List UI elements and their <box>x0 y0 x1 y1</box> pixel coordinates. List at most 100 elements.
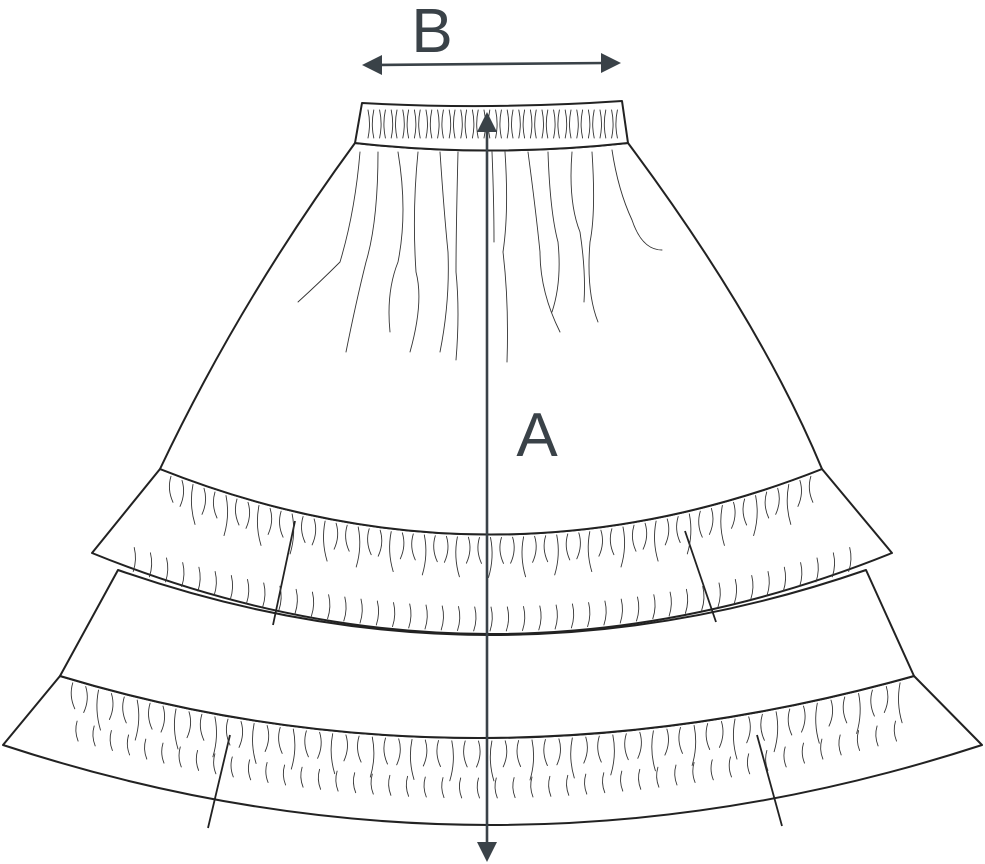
ruffle-fold <box>199 713 205 741</box>
ruffle-fold <box>317 731 322 759</box>
ruffle-fold <box>252 723 257 764</box>
ruffle-fold <box>70 682 76 710</box>
ruffle-fold <box>505 606 510 632</box>
ruffle-fold <box>765 749 769 771</box>
bottom-ruffle-seam-right <box>756 734 783 827</box>
ruffle-fold <box>598 529 603 557</box>
ruffle-fold <box>327 594 331 620</box>
ruffle-fold <box>760 713 765 741</box>
ruffle-fold <box>746 753 751 775</box>
waistband-fold <box>511 109 514 139</box>
ruffle-fold <box>717 582 721 608</box>
waist-width-label: B <box>411 0 452 66</box>
ruffle-fold <box>521 536 527 578</box>
ruffle-fold <box>678 726 683 754</box>
ruffle-fold <box>75 720 79 742</box>
ruffle-fold <box>583 736 588 764</box>
ruffle-fold <box>576 532 581 560</box>
ruffle-fold <box>684 588 689 614</box>
ruffle-fold <box>96 689 101 731</box>
ruffle-fold <box>654 520 659 562</box>
ruffle-fold <box>620 526 626 568</box>
ruffle-fold <box>160 705 166 733</box>
ruffle-fold <box>423 776 427 798</box>
middle-ruffle-gathers <box>132 475 852 632</box>
waist-width-dimension-line <box>375 61 607 67</box>
skirt-fold <box>611 149 663 251</box>
ruffle-fold <box>301 516 306 543</box>
waistband-fold <box>569 109 572 139</box>
ruffle-fold <box>186 711 192 739</box>
length-arrow-bottom-icon <box>477 842 497 862</box>
ruffle-fold <box>597 735 602 763</box>
ruffle-fold <box>264 725 270 752</box>
ruffle-fold <box>92 725 96 747</box>
ruffle-fold <box>458 777 463 799</box>
ruffle-fold <box>424 604 428 630</box>
ruffle-fold <box>310 591 315 617</box>
ruffle-fold <box>411 533 416 561</box>
ruffle-fold <box>631 524 637 552</box>
ruffle-fold <box>602 772 606 794</box>
ruffle-fold <box>343 734 348 762</box>
ruffle-fold <box>212 716 217 758</box>
ruffle-fold <box>449 740 454 782</box>
ruffle-fold <box>799 562 803 588</box>
length-dimension: A <box>477 112 558 862</box>
ruffle-fold <box>820 738 824 760</box>
ruffle-fold <box>488 537 493 578</box>
ruffle-fold <box>333 522 339 550</box>
ruffle-fold <box>610 734 615 776</box>
waistband-fold <box>580 109 584 139</box>
ruffle-fold <box>300 766 304 788</box>
middle-ruffle-seam-right <box>684 530 717 623</box>
ruffle-fold <box>797 479 802 507</box>
ruffle-fold <box>134 699 140 741</box>
ruffle-fold <box>848 547 852 572</box>
ruffle-fold <box>856 730 861 751</box>
ruffle-fold <box>691 725 697 766</box>
ruffle-fold <box>122 696 127 724</box>
waistband-fold <box>587 109 591 139</box>
ruffle-fold <box>815 557 819 583</box>
skirt-fold <box>588 151 599 323</box>
waistband-fold <box>441 109 444 139</box>
ruffle-fold <box>656 766 660 788</box>
ruffle-fold <box>783 746 787 768</box>
length-arrow-top-icon <box>477 112 497 132</box>
ruffle-fold <box>455 536 460 578</box>
ruffle-fold <box>345 524 350 552</box>
ruffle-fold <box>720 504 725 546</box>
waistband-fold <box>615 109 618 139</box>
waistband-fold <box>557 109 560 139</box>
ruffle-fold <box>705 723 711 750</box>
ruffle-fold <box>676 516 681 543</box>
ruffle-fold <box>584 773 588 795</box>
ruffle-fold <box>870 689 875 717</box>
ruffle-fold <box>522 606 526 631</box>
ruffle-fold <box>565 533 571 561</box>
ruffle-fold <box>510 536 515 564</box>
ruffle-fold <box>389 531 394 573</box>
waistband-fold <box>464 109 468 139</box>
waistband-fold <box>518 109 521 139</box>
ruffle-fold <box>548 775 552 797</box>
ruffle-fold <box>538 605 542 631</box>
ruffle-fold <box>282 764 287 786</box>
ruffle-fold <box>440 605 444 631</box>
ruffle-fold <box>289 513 295 555</box>
ruffle-fold <box>732 718 738 760</box>
ruffle-fold <box>279 510 284 538</box>
ruffle-fold <box>436 740 441 767</box>
waistband-fold <box>564 109 568 139</box>
ruffle-fold <box>750 575 754 600</box>
ruffle-fold <box>181 562 185 588</box>
ruffle-fold <box>698 510 703 538</box>
ruffle-fold <box>463 740 468 768</box>
ruffle-fold <box>624 733 629 761</box>
skirt-fold <box>491 151 495 243</box>
skirt-fold <box>345 151 379 353</box>
upper-skirt-gathers <box>297 149 663 363</box>
waistband-fold <box>448 109 452 139</box>
skirt-fold <box>455 151 459 361</box>
